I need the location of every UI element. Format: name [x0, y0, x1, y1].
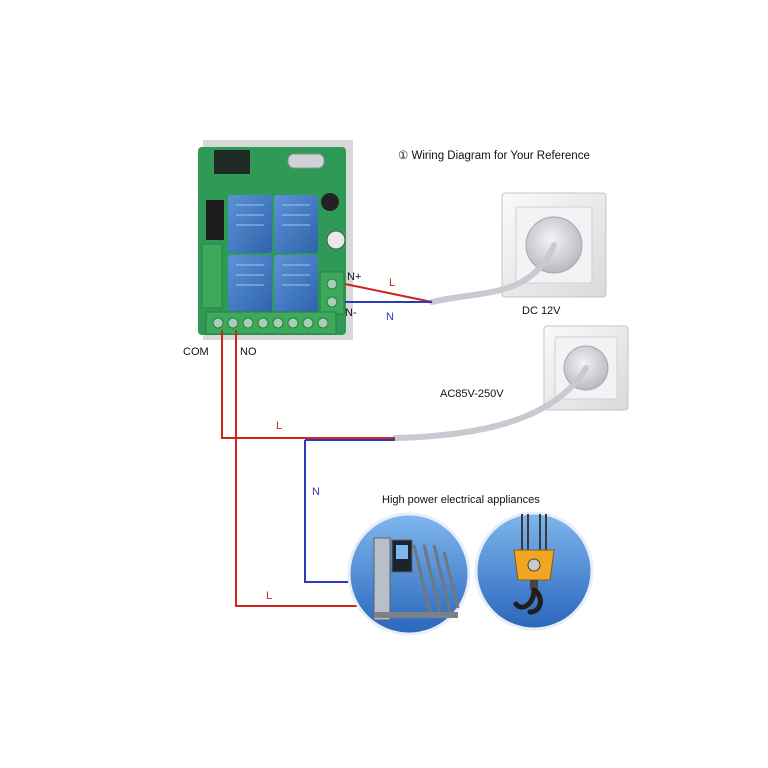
crystal-oscillator [287, 153, 325, 169]
capacitor-2 [326, 230, 346, 250]
dc-cable [429, 242, 557, 305]
label-com: COM [183, 346, 209, 358]
left-terminal-block [201, 243, 223, 309]
capacitor [321, 193, 339, 211]
ic-chip [206, 200, 224, 240]
label-n-minus: N- [345, 307, 357, 319]
wire-label-dc-live: L [389, 277, 396, 289]
output-terminal-block [205, 311, 337, 335]
crane-hook-icon [513, 514, 555, 615]
label-n-plus: N+ [347, 271, 362, 283]
wire-label-load-live: L [266, 590, 273, 602]
crane-badge [474, 511, 594, 631]
label-no: NO [240, 346, 257, 358]
dc-live-wire [344, 283, 433, 303]
power-terminal-block [319, 271, 345, 315]
wire-label-ac-neutral: N [312, 486, 320, 498]
diagram-title: ① Wiring Diagram for Your Reference [398, 150, 590, 162]
sliding-gate-icon [373, 537, 460, 621]
relay-3 [228, 255, 272, 313]
gate-badge [347, 512, 471, 636]
ac-cable [392, 365, 589, 441]
label-appliances: High power electrical appliances [382, 494, 540, 506]
relay-board [198, 140, 353, 340]
relay-4 [274, 255, 318, 313]
relay-2 [274, 195, 318, 253]
wire-label-ac-live: L [276, 420, 283, 432]
antenna-coil [214, 150, 250, 174]
com-live-wire [221, 330, 395, 439]
ac-neutral-wire [304, 440, 360, 583]
no-live-wire [235, 330, 360, 607]
label-dc-12v: DC 12V [522, 305, 561, 317]
label-ac-range: AC85V-250V [440, 388, 504, 400]
relay-1 [228, 195, 272, 253]
wire-label-dc-neutral: N [386, 311, 394, 323]
